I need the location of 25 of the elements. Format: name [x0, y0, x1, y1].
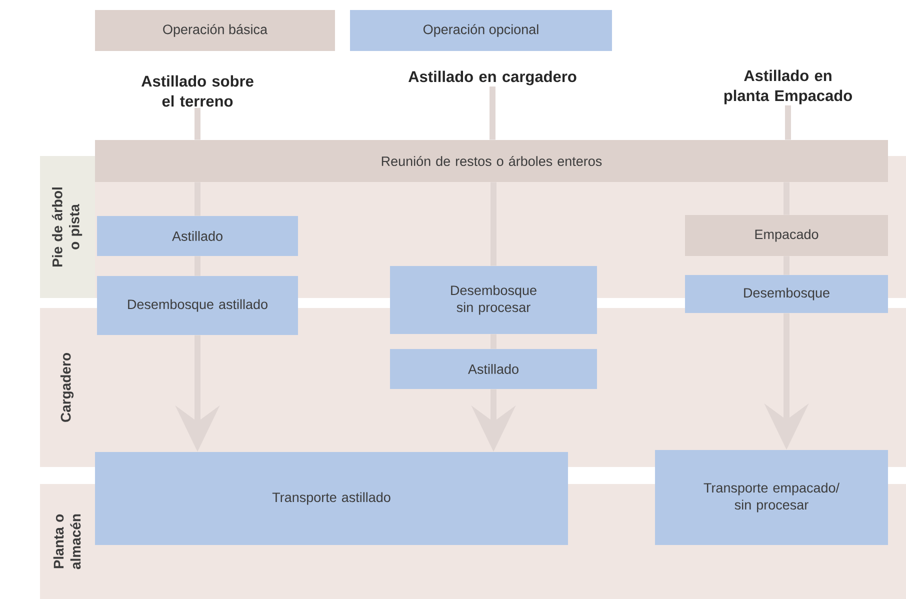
connector-line	[490, 334, 496, 349]
column-heading: Astillado en cargadero	[408, 70, 576, 86]
connector-line	[490, 86, 496, 140]
node-label: Cargadero	[60, 353, 74, 422]
connector-line	[784, 256, 790, 275]
process-box: Astillado	[390, 349, 597, 389]
connector-line	[490, 182, 496, 266]
column-heading: Astillado sobre el terreno	[141, 75, 254, 107]
legend-label: Operación opcional	[423, 24, 538, 37]
connector-line	[194, 182, 200, 216]
process-box: Astillado	[97, 216, 298, 256]
process-box: Empacado	[685, 215, 888, 256]
process-box: Desembosque astillado	[97, 276, 298, 335]
node-label: Pie de árbol o pista	[52, 188, 82, 267]
column-heading: Astillado en planta Empacado	[724, 70, 852, 104]
legend-label: Operación básica	[163, 24, 268, 37]
process-box: Transporte empacado/ sin procesar	[655, 450, 888, 545]
process-box: Reunión de restos o árboles enteros	[95, 140, 888, 182]
process-box: Desembosque	[685, 275, 888, 313]
connector-line	[194, 108, 200, 140]
process-box: Desembosque sin procesar	[390, 266, 597, 334]
node-label: Planta o almacén	[53, 514, 81, 570]
connector-line	[785, 105, 791, 140]
process-box: Transporte astillado	[95, 452, 568, 545]
connector-line	[194, 256, 200, 276]
